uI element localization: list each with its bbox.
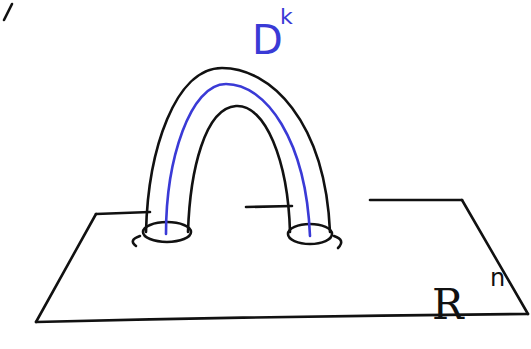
plane-edge: [96, 212, 150, 214]
plane-edge-hidden: [246, 206, 292, 207]
plane-edge: [36, 214, 96, 322]
foot-flare: [334, 236, 341, 248]
space-label: R: [432, 284, 464, 326]
core-disk-curve: [166, 84, 310, 236]
foot-flare: [133, 236, 140, 246]
dimension-superscript: n: [490, 266, 505, 290]
plane-edge: [370, 199, 462, 202]
handle-inner: [188, 106, 290, 232]
stray-tick: [4, 4, 12, 20]
disk-label: D: [252, 20, 283, 60]
dimension-superscript: k: [280, 6, 293, 28]
plane-edge: [462, 200, 528, 314]
handle-outer: [146, 68, 330, 232]
